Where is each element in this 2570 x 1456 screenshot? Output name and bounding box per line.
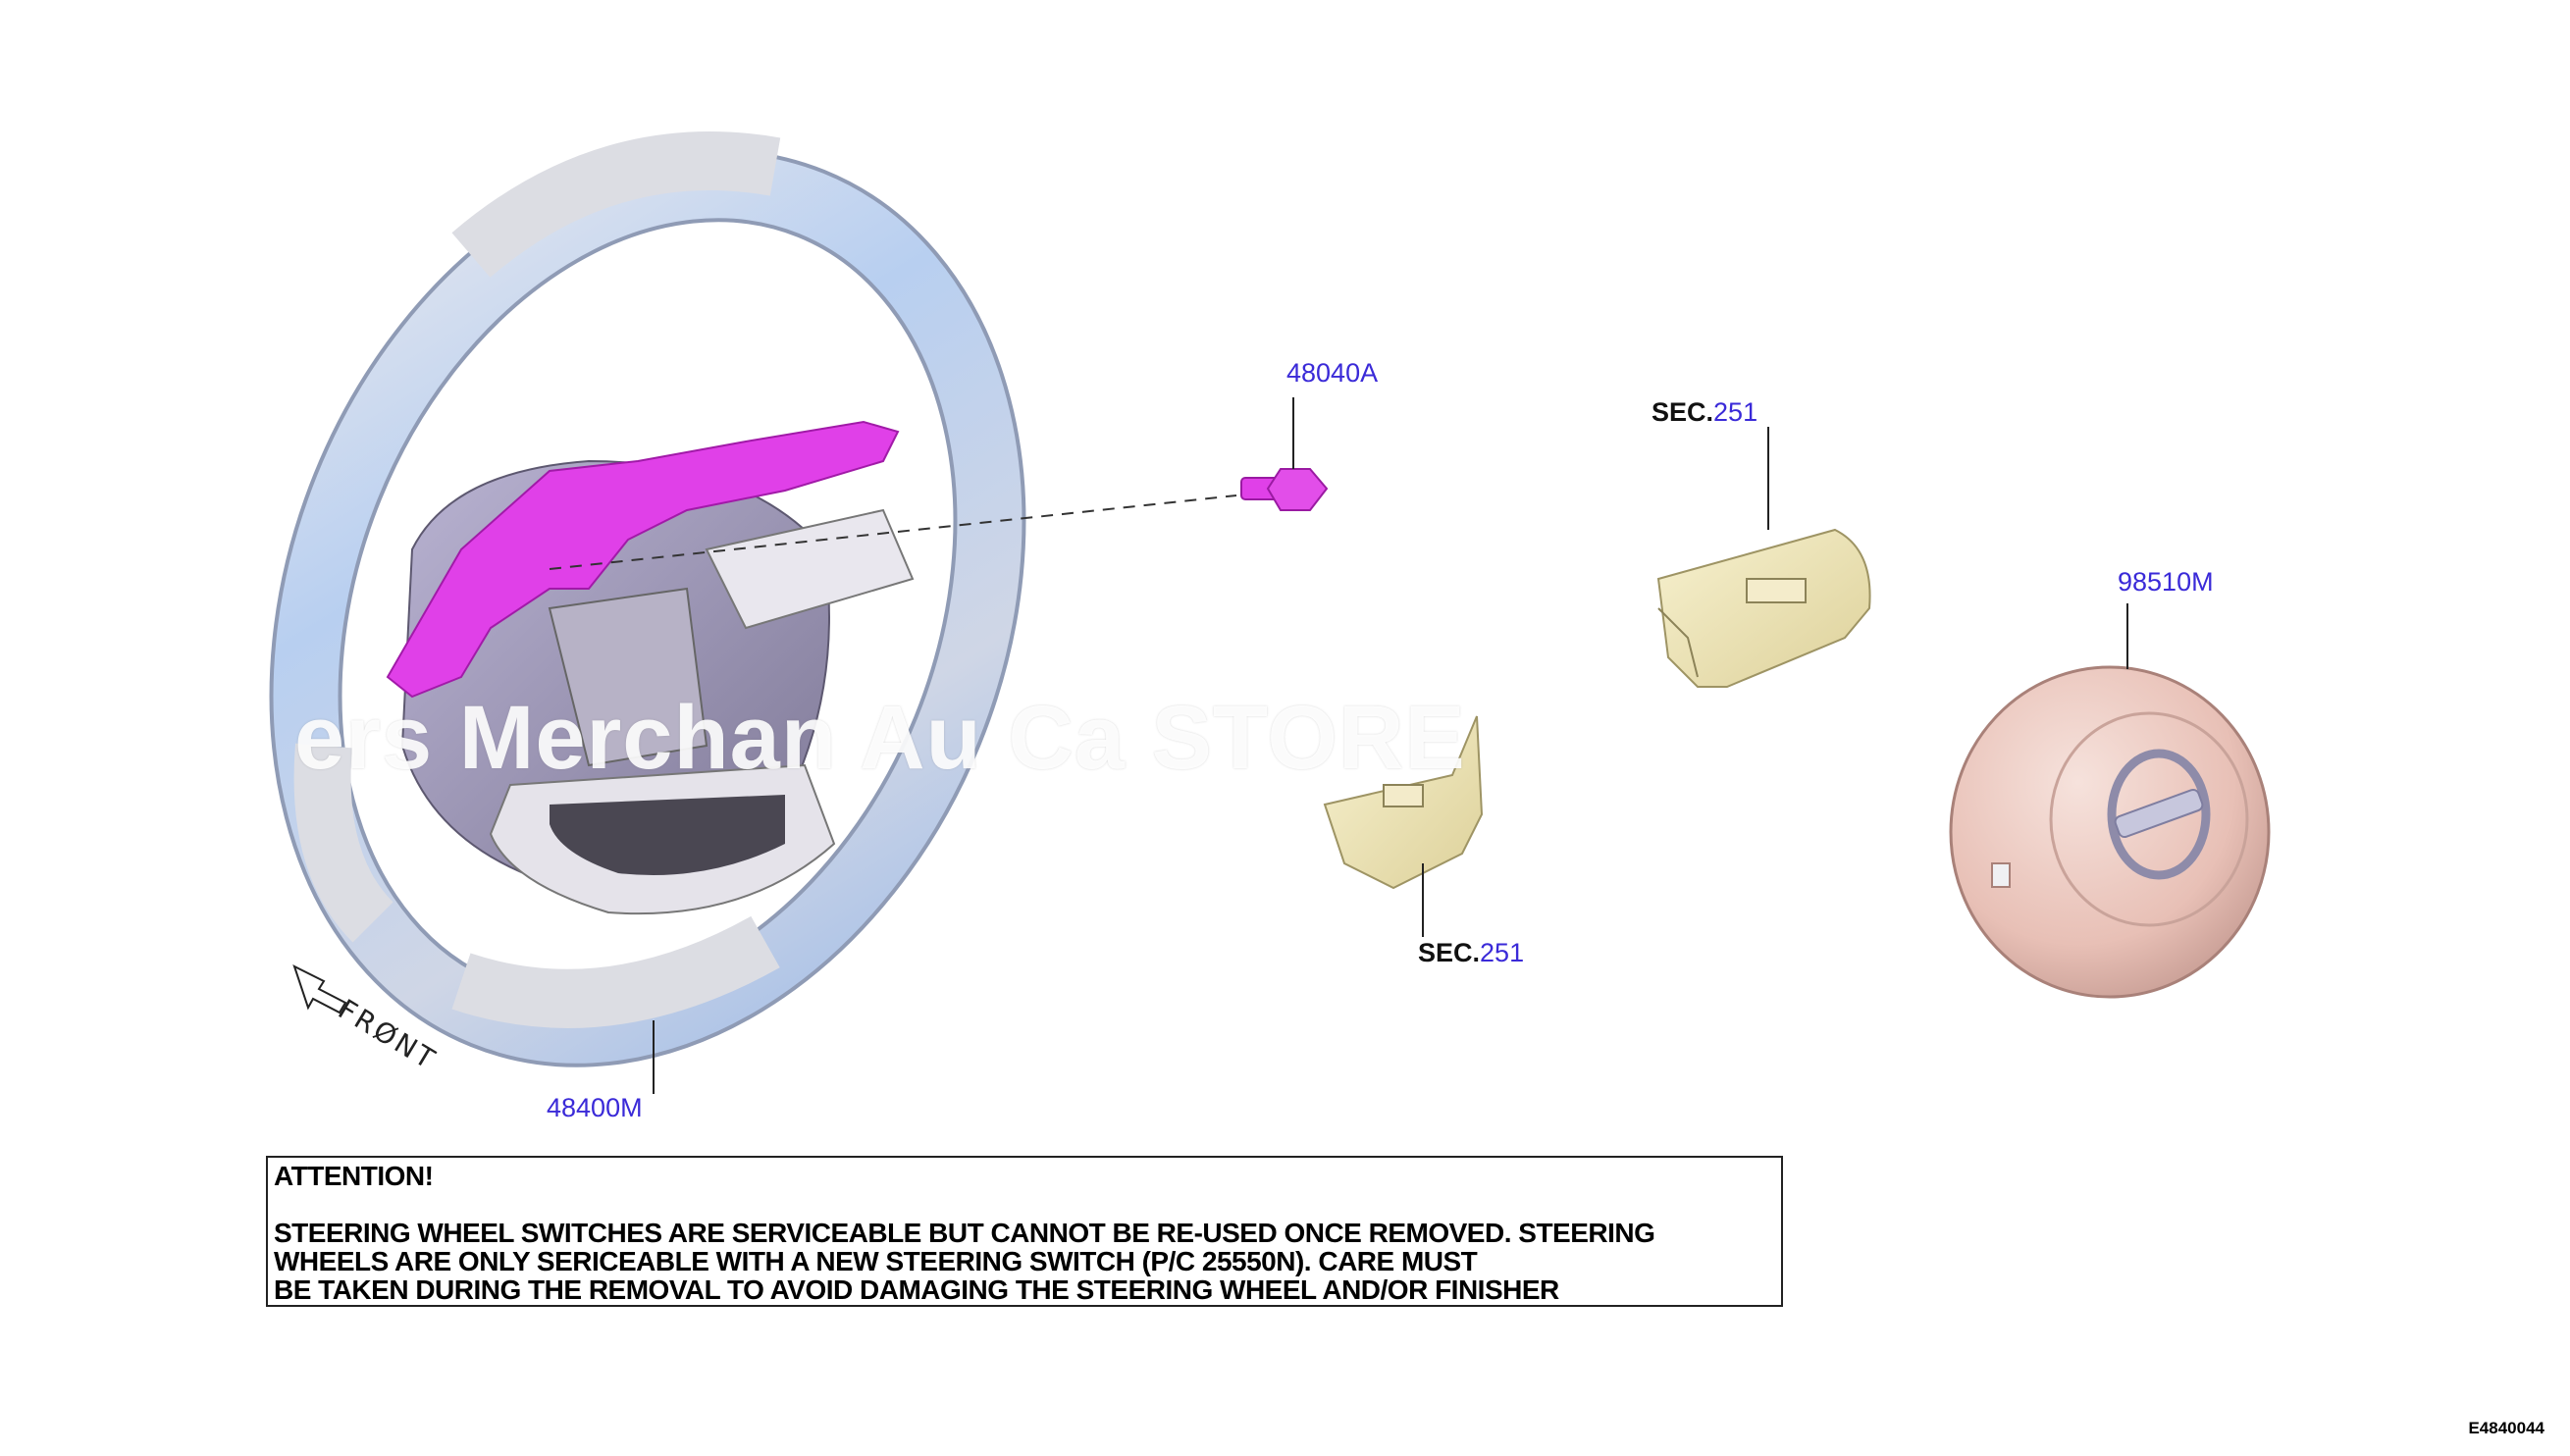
part-label-bolt[interactable]: 48040A [1286,358,1379,388]
steering-switch-left [1323,715,1484,890]
finisher-part [386,420,900,699]
part-label-steering-wheel[interactable]: 48400M [547,1093,643,1122]
notice-line: WHEELS ARE ONLY SERICEABLE WITH A NEW ST… [274,1246,1478,1276]
notice-line: STEERING WHEEL SWITCHES ARE SERVICEABLE … [274,1218,1655,1248]
steering-wheel-illustration [269,131,1026,1067]
watermark-text: ers Merchan Au Ca STORE [294,688,1466,788]
sec-label-switch-left[interactable]: SEC.251 [1418,938,1524,968]
steering-switch-right [1656,528,1871,688]
bolt-part [1240,468,1329,511]
front-arrow-icon [292,964,347,1014]
sec-prefix: SEC. [1418,938,1481,967]
notice-title: ATTENTION! [274,1161,434,1191]
sec-label-switch-right[interactable]: SEC.251 [1652,397,1757,428]
notice-line: BE TAKEN DURING THE REMOVAL TO AVOID DAM… [274,1274,1559,1305]
sec-number: 251 [1480,938,1525,967]
sec-number: 251 [1713,397,1758,427]
part-label-airbag-module[interactable]: 98510M [2118,567,2214,597]
airbag-module-part [1949,665,2271,999]
attention-notice: ATTENTION! STEERING WHEEL SWITCHES ARE S… [266,1156,1783,1307]
sec-prefix: SEC. [1652,397,1714,427]
figure-id: E4840044 [2468,1419,2544,1437]
